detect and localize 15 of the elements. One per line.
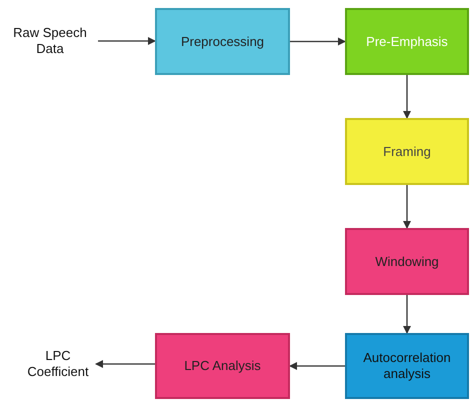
arrow bbox=[98, 37, 156, 45]
input-label: Raw Speech Data bbox=[2, 24, 98, 58]
arrow bbox=[403, 75, 411, 119]
process-box: LPC Analysis bbox=[155, 333, 290, 399]
arrow bbox=[403, 185, 411, 229]
arrow bbox=[95, 360, 155, 368]
output-label: LPC Coefficient bbox=[20, 346, 96, 382]
arrow bbox=[403, 295, 411, 334]
process-box: Windowing bbox=[345, 228, 469, 295]
arrow bbox=[289, 362, 345, 370]
process-box: Pre-Emphasis bbox=[345, 8, 469, 75]
arrow bbox=[290, 38, 346, 46]
process-box: Framing bbox=[345, 118, 469, 185]
process-box: Preprocessing bbox=[155, 8, 290, 75]
process-box: Autocorrelation analysis bbox=[345, 333, 469, 399]
